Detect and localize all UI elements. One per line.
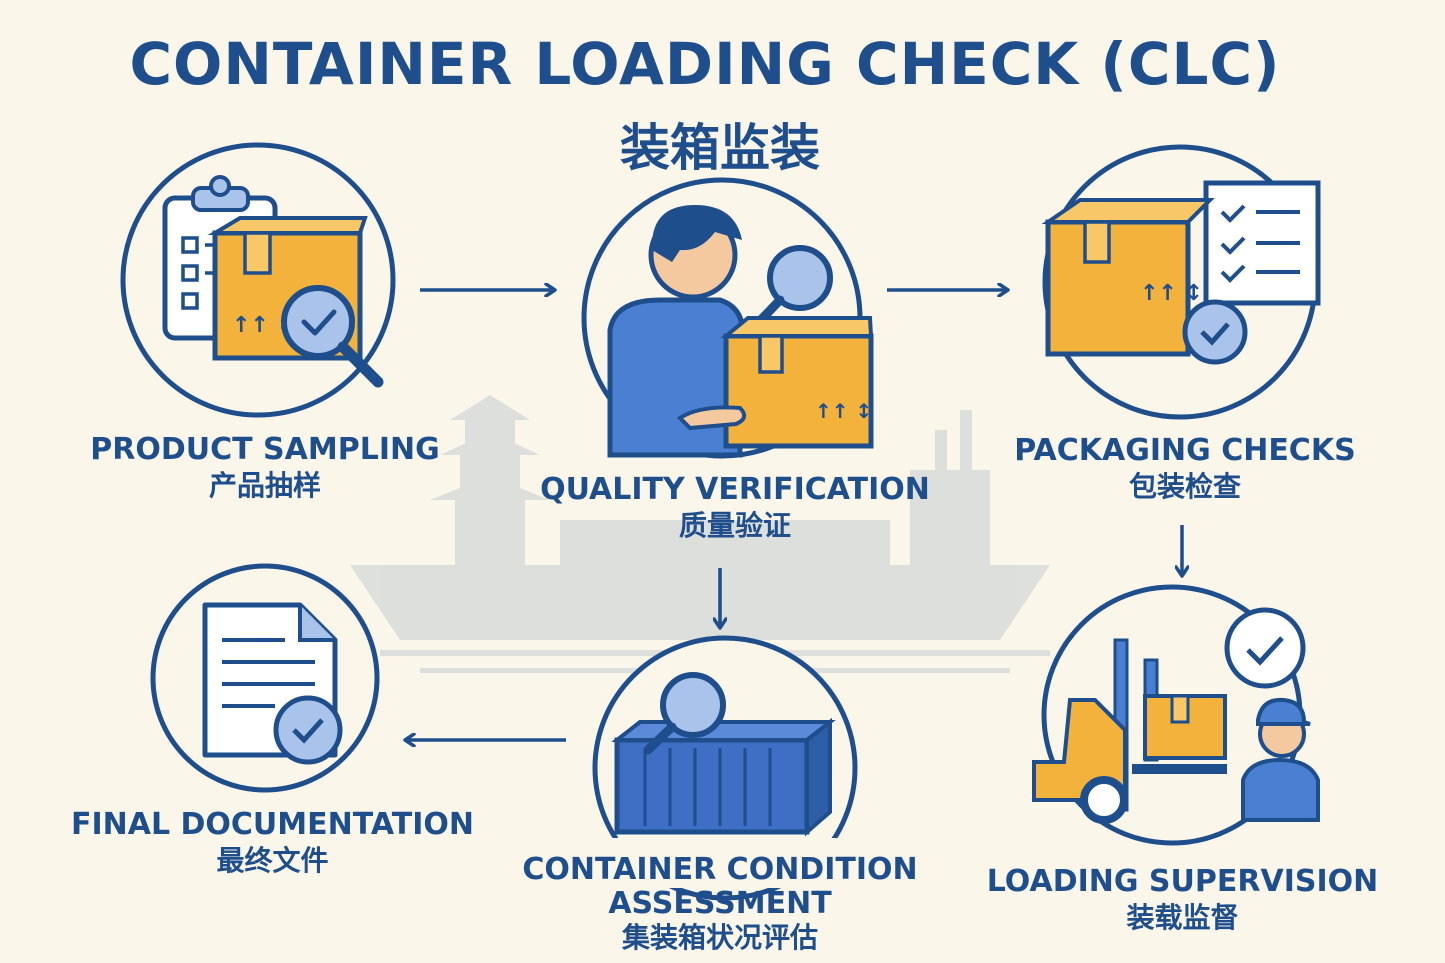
- inspector-box-icon: ↑↑ ↕: [581, 177, 874, 459]
- step-title-en: PACKAGING CHECKS: [1014, 433, 1356, 468]
- clipboard-box-magnifier-icon: ↑↑ ↕: [120, 142, 396, 418]
- step-title-cn: 集装箱状况评估: [621, 921, 818, 954]
- step-label-quality-verification: QUALITY VERIFICATION 质量验证: [535, 472, 935, 544]
- step-title-en: LOADING SUPERVISION: [986, 864, 1379, 899]
- document-check-icon: [150, 563, 380, 793]
- step-label-product-sampling: PRODUCT SAMPLING 产品抽样: [90, 432, 440, 504]
- step-title-cn: 装载监督: [1126, 901, 1239, 934]
- step-title-cn: 包装检查: [1128, 470, 1241, 503]
- step-label-packaging-checks: PACKAGING CHECKS 包装检查: [1005, 433, 1365, 505]
- page-title: CONTAINER LOADING CHECK (CLC): [129, 30, 1281, 98]
- box-checklist-icon: ↑↑ ↕: [1041, 144, 1321, 420]
- step-title-cn: 产品抽样: [208, 469, 321, 502]
- step-title-cn: 最终文件: [216, 844, 329, 877]
- step-label-final-documentation: FINAL DOCUMENTATION 最终文件: [70, 807, 475, 879]
- step-title-cn: 质量验证: [678, 509, 791, 542]
- flow-arrows: [406, 290, 1182, 740]
- forklift-worker-icon: [1032, 584, 1320, 846]
- step-title-en: FINAL DOCUMENTATION: [70, 807, 475, 842]
- step-title-en: QUALITY VERIFICATION: [540, 472, 930, 507]
- svg-text:↑↑ ↕: ↑↑ ↕: [1140, 281, 1203, 306]
- container-magnifier-icon: [592, 635, 858, 901]
- svg-text:↑↑ ↕: ↑↑ ↕: [815, 399, 872, 423]
- step-label-loading-supervision: LOADING SUPERVISION 装载监督: [985, 864, 1380, 936]
- step-title-en: PRODUCT SAMPLING: [90, 432, 440, 467]
- page-subtitle: 装箱监装: [620, 119, 820, 177]
- step-title-en-line2: ASSESSMENT: [608, 886, 832, 921]
- step-title-en-line1: CONTAINER CONDITION: [522, 852, 918, 887]
- step-label-container-condition: CONTAINER CONDITION ASSESSMENT 集装箱状况评估: [510, 853, 930, 955]
